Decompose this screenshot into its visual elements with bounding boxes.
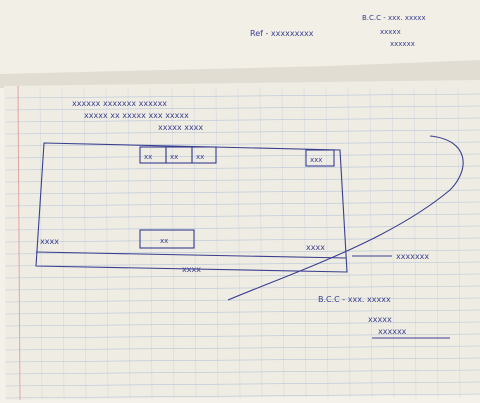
horizontal-rule bbox=[4, 321, 480, 327]
vertical-rule bbox=[83, 87, 87, 399]
horizontal-rule bbox=[4, 273, 480, 279]
room-box-3 bbox=[191, 146, 217, 164]
horizontal-rules bbox=[4, 93, 480, 399]
horizontal-rule bbox=[4, 201, 480, 207]
vertical-rule bbox=[39, 87, 43, 399]
vertical-rule bbox=[215, 87, 219, 399]
curve-line bbox=[227, 135, 464, 301]
site-plan bbox=[35, 135, 464, 339]
corner-label: xxx bbox=[310, 156, 322, 164]
horizontal-rule bbox=[4, 333, 480, 339]
vertical-rule bbox=[369, 87, 373, 399]
horizontal-rule bbox=[4, 141, 480, 147]
horizontal-rule bbox=[4, 285, 480, 291]
corner-box bbox=[305, 149, 335, 167]
vertical-rule bbox=[127, 87, 131, 399]
vertical-rule bbox=[413, 87, 417, 399]
room-label-1: xx bbox=[144, 153, 152, 161]
header-line-1: xxxxxx xxxxxxx xxxxxx bbox=[72, 99, 167, 108]
horizontal-rule bbox=[4, 237, 480, 243]
room-label-3: xx bbox=[196, 153, 204, 161]
horizontal-rule bbox=[4, 213, 480, 219]
left-label: xxxx bbox=[40, 237, 59, 246]
top-note-left: Ref - xxxxxxxxx bbox=[250, 29, 314, 38]
center-label: xx bbox=[160, 237, 168, 245]
vertical-rule bbox=[171, 87, 175, 399]
horizontal-rule bbox=[4, 297, 480, 303]
vertical-rule bbox=[435, 87, 439, 399]
vertical-rule bbox=[347, 87, 351, 399]
vertical-rule bbox=[105, 87, 109, 399]
horizontal-rule bbox=[4, 189, 480, 195]
header-line-3: xxxxx xxxx bbox=[158, 123, 203, 132]
horizontal-rule bbox=[4, 357, 480, 363]
vertical-rule bbox=[325, 87, 329, 399]
vertical-rule bbox=[303, 87, 307, 399]
horizontal-rule bbox=[4, 165, 480, 171]
horizontal-rule bbox=[4, 369, 480, 375]
header-line-2: xxxxx xx xxxxx xxx xxxxx bbox=[84, 111, 189, 120]
top-page bbox=[0, 0, 480, 88]
horizontal-rule bbox=[4, 309, 480, 315]
site-boundary bbox=[35, 142, 348, 273]
top-note-right-line-3: xxxxxx bbox=[390, 40, 415, 48]
margin-line bbox=[17, 85, 21, 401]
arrow-label: xxxxxxx bbox=[396, 252, 429, 261]
vertical-rule bbox=[61, 87, 65, 399]
vertical-rules bbox=[39, 87, 461, 399]
bottom-label: xxxx bbox=[182, 265, 201, 274]
horizontal-rule bbox=[4, 177, 480, 183]
vertical-rule bbox=[281, 87, 285, 399]
room-label-2: xx bbox=[170, 153, 178, 161]
vertical-rule bbox=[259, 87, 263, 399]
center-box bbox=[139, 229, 195, 249]
road-line bbox=[35, 251, 347, 259]
vertical-rule bbox=[391, 87, 395, 399]
bottom-note-line-2: xxxxx bbox=[368, 315, 392, 324]
horizontal-rule bbox=[4, 225, 480, 231]
ruled-page bbox=[4, 80, 480, 401]
right-label: xxxx bbox=[306, 243, 325, 252]
vertical-rule bbox=[149, 87, 153, 399]
horizontal-rule bbox=[4, 381, 480, 387]
horizontal-rule bbox=[4, 261, 480, 267]
horizontal-rule bbox=[4, 153, 480, 159]
vertical-rule bbox=[457, 87, 461, 399]
top-note-right-line-1: B.C.C - xxx. xxxxx bbox=[362, 14, 426, 22]
vertical-rule bbox=[193, 87, 197, 399]
horizontal-rule bbox=[4, 393, 480, 399]
bottom-note-line-1: B.C.C - xxx. xxxxx bbox=[318, 295, 391, 304]
horizontal-rule bbox=[4, 345, 480, 351]
vertical-rule bbox=[237, 87, 241, 399]
top-note-right-line-2: xxxxx bbox=[380, 28, 401, 36]
bottom-note-line-3: xxxxxx bbox=[378, 327, 407, 336]
